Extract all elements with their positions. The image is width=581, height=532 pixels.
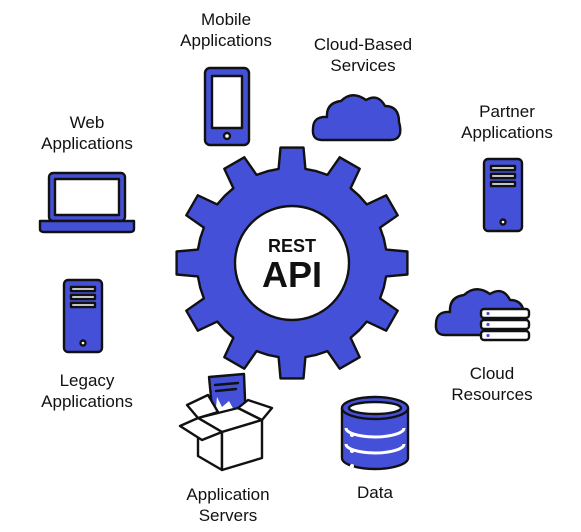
label-line: Services — [330, 56, 396, 75]
label-line: Servers — [198, 506, 258, 525]
cloud-storage-icon — [434, 288, 531, 342]
label-line: Cloud-Based — [313, 35, 413, 54]
database-icon — [340, 395, 410, 471]
label-line: Web — [69, 113, 105, 132]
label-line: Data — [357, 483, 393, 502]
label-line: Applications — [41, 392, 133, 411]
laptop-icon — [38, 171, 136, 234]
label-web-applications: Web Applications — [26, 112, 148, 154]
label-application-servers: Application Servers — [172, 484, 284, 526]
label-cloud-resources: Cloud Resources — [437, 363, 547, 405]
center-label-api: API — [262, 254, 322, 295]
label-cloud-based-services: Cloud-Based Services — [303, 34, 423, 76]
label-line: Application — [186, 485, 270, 504]
gear-icon: REST API — [175, 146, 409, 380]
cloud-icon — [311, 94, 402, 142]
label-line: Applications — [180, 31, 272, 50]
label-line: Cloud — [469, 364, 515, 383]
label-line: Applications — [41, 134, 133, 153]
label-data: Data — [340, 482, 410, 503]
label-line: Applications — [461, 123, 553, 142]
label-line: Resources — [451, 385, 533, 404]
gear-hub — [233, 204, 351, 322]
smartphone-icon — [203, 66, 251, 147]
label-legacy-applications: Legacy Applications — [26, 370, 148, 412]
legacy-server-icon — [62, 278, 104, 354]
server-tower-icon — [482, 157, 524, 233]
label-line: Partner — [479, 102, 535, 121]
label-line: Legacy — [59, 371, 115, 390]
label-partner-applications: Partner Applications — [446, 101, 568, 143]
label-line: Mobile — [200, 10, 252, 29]
package-box-icon — [178, 372, 274, 472]
center-label-rest: REST — [268, 236, 316, 256]
label-mobile-applications: Mobile Applications — [165, 9, 287, 51]
